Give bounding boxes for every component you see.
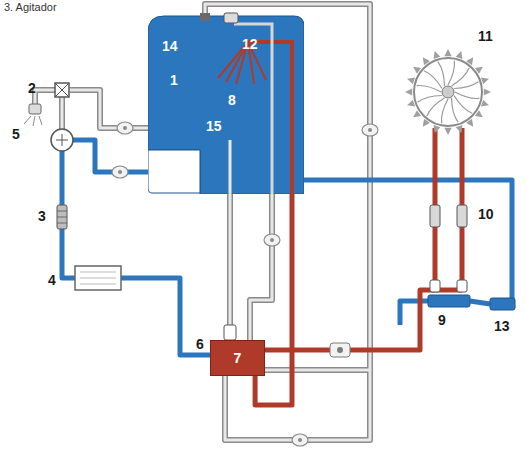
callout-number: 10 [478, 206, 494, 222]
callout-number: 15 [206, 118, 222, 134]
nozzle [24, 104, 42, 126]
callout-number: 5 [12, 126, 20, 142]
hose-tubes [430, 205, 467, 292]
sensor-cylinder [224, 325, 236, 340]
callout-number: 7 [234, 350, 242, 366]
washer-tank: 14 12 1 8 15 [148, 10, 304, 194]
callout-number: 8 [228, 92, 236, 108]
callout-number: 3 [38, 208, 46, 224]
valve [55, 83, 69, 97]
callout-number: 6 [196, 336, 204, 352]
callout-number: 12 [242, 36, 258, 52]
callout-number: 2 [28, 80, 36, 96]
check-valve [330, 343, 350, 357]
distribution-block: 7 [210, 340, 265, 376]
pump [51, 129, 73, 151]
callout-number: 13 [494, 318, 510, 334]
filter [57, 205, 67, 229]
callout-number: 4 [48, 272, 56, 288]
wheel [405, 49, 491, 135]
callout-number: 9 [438, 312, 446, 328]
blue-block [490, 298, 515, 310]
caption-fragment: 3. Agitador [4, 1, 57, 13]
reservoir-box [75, 266, 121, 290]
blue-block [428, 295, 470, 307]
tank-shape [148, 10, 304, 194]
grey-pipes [35, 4, 370, 440]
callout-number: 11 [478, 28, 493, 44]
callout-number: 1 [170, 72, 178, 88]
callout-number: 14 [162, 38, 178, 54]
